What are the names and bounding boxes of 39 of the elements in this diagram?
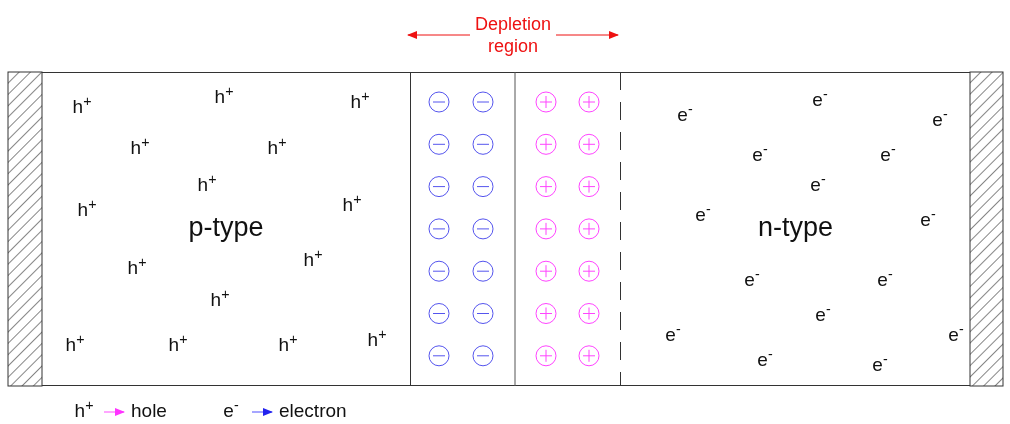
carrier-label: h$^{+}$ [303,249,323,271]
carrier-label: h$^{+}$ [367,329,387,351]
carrier-label: e$^{-}$ [757,349,773,371]
carrier-label: e$^{-}$ [677,104,693,126]
carrier-label: h$^{+}$ [65,334,85,356]
carrier-label: h$^{+}$ [74,400,94,422]
carrier-label: h$^{+}$ [168,334,188,356]
carrier-label: e$^{-}$ [948,324,964,346]
carrier-label: h$^{+}$ [197,174,217,196]
carrier-label: e$^{-}$ [920,209,936,231]
carrier-label: e$^{-}$ [815,304,831,326]
carrier-label: h$^{+}$ [130,137,150,159]
carrier-label: h$^{+}$ [77,199,97,221]
carrier-label: h$^{+}$ [278,334,298,356]
legend-text: hole [131,400,167,422]
carrier-label: e$^{-}$ [872,354,888,376]
carrier-label: e$^{-}$ [223,400,239,422]
carrier-label: h$^{+}$ [210,289,230,311]
carrier-label: h$^{+}$ [127,257,147,279]
region-label: p-type [188,211,264,243]
region-label: n-type [758,211,833,243]
carrier-label: e$^{-}$ [665,324,681,346]
carrier-label: h$^{+}$ [342,194,362,216]
carrier-label: h$^{+}$ [214,86,234,108]
carrier-label: e$^{-}$ [810,174,826,196]
semiconductor-region [42,72,411,386]
carrier-label: e$^{-}$ [752,144,768,166]
carrier-label: e$^{-}$ [932,109,948,131]
carrier-label: e$^{-}$ [880,144,896,166]
legend-text: electron [279,400,347,422]
carrier-label: e$^{-}$ [744,269,760,291]
region-label: Depletion region [473,13,553,57]
carrier-label: h$^{+}$ [350,91,370,113]
semiconductor-region [621,72,970,386]
carrier-label: e$^{-}$ [812,89,828,111]
carrier-label: h$^{+}$ [72,96,92,118]
carrier-label: e$^{-}$ [695,204,711,226]
carrier-label: e$^{-}$ [877,269,893,291]
carrier-label: h$^{+}$ [267,137,287,159]
